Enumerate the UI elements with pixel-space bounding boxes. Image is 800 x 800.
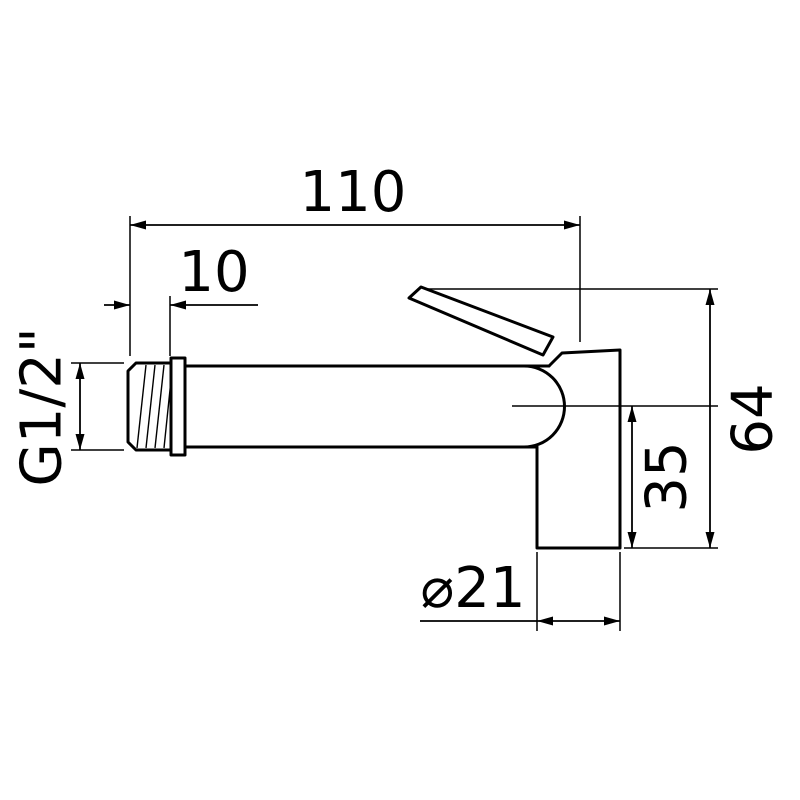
vertical-body-outline bbox=[535, 348, 622, 550]
arrowhead bbox=[130, 220, 146, 230]
dim-35-label: 35 bbox=[635, 441, 700, 512]
dim-110-label: 110 bbox=[300, 160, 407, 225]
collar-outline bbox=[169, 356, 187, 457]
arrowhead bbox=[604, 616, 620, 626]
arrowhead bbox=[564, 220, 580, 230]
dimension-length-110: 110 bbox=[129, 160, 581, 356]
thread-hatching bbox=[136, 364, 172, 449]
dim-64-label: 64 bbox=[721, 383, 786, 454]
handle-lever-outline bbox=[407, 285, 555, 357]
dimension-diameter-21: ⌀21 bbox=[420, 552, 621, 631]
dimension-axis-to-bottom-35: 35 bbox=[627, 406, 700, 548]
arrowhead bbox=[170, 300, 186, 310]
dim-10-label: 10 bbox=[178, 240, 249, 305]
dim-g12-label: G1/2" bbox=[10, 327, 75, 486]
fixture bbox=[126, 285, 718, 550]
arrowhead bbox=[705, 289, 715, 305]
arrowhead bbox=[75, 434, 85, 450]
arrowhead bbox=[627, 406, 637, 422]
arrowhead bbox=[537, 616, 553, 626]
arrowhead bbox=[75, 363, 85, 379]
arrowhead bbox=[114, 300, 130, 310]
dimension-thread-length-10: 10 bbox=[104, 240, 258, 356]
arrowhead bbox=[705, 532, 715, 548]
dimension-height-64: 64 bbox=[428, 288, 786, 549]
arrowhead bbox=[627, 532, 637, 548]
dim-diameter-label: ⌀21 bbox=[421, 556, 526, 621]
dimension-thread-size-g12: G1/2" bbox=[10, 327, 124, 487]
